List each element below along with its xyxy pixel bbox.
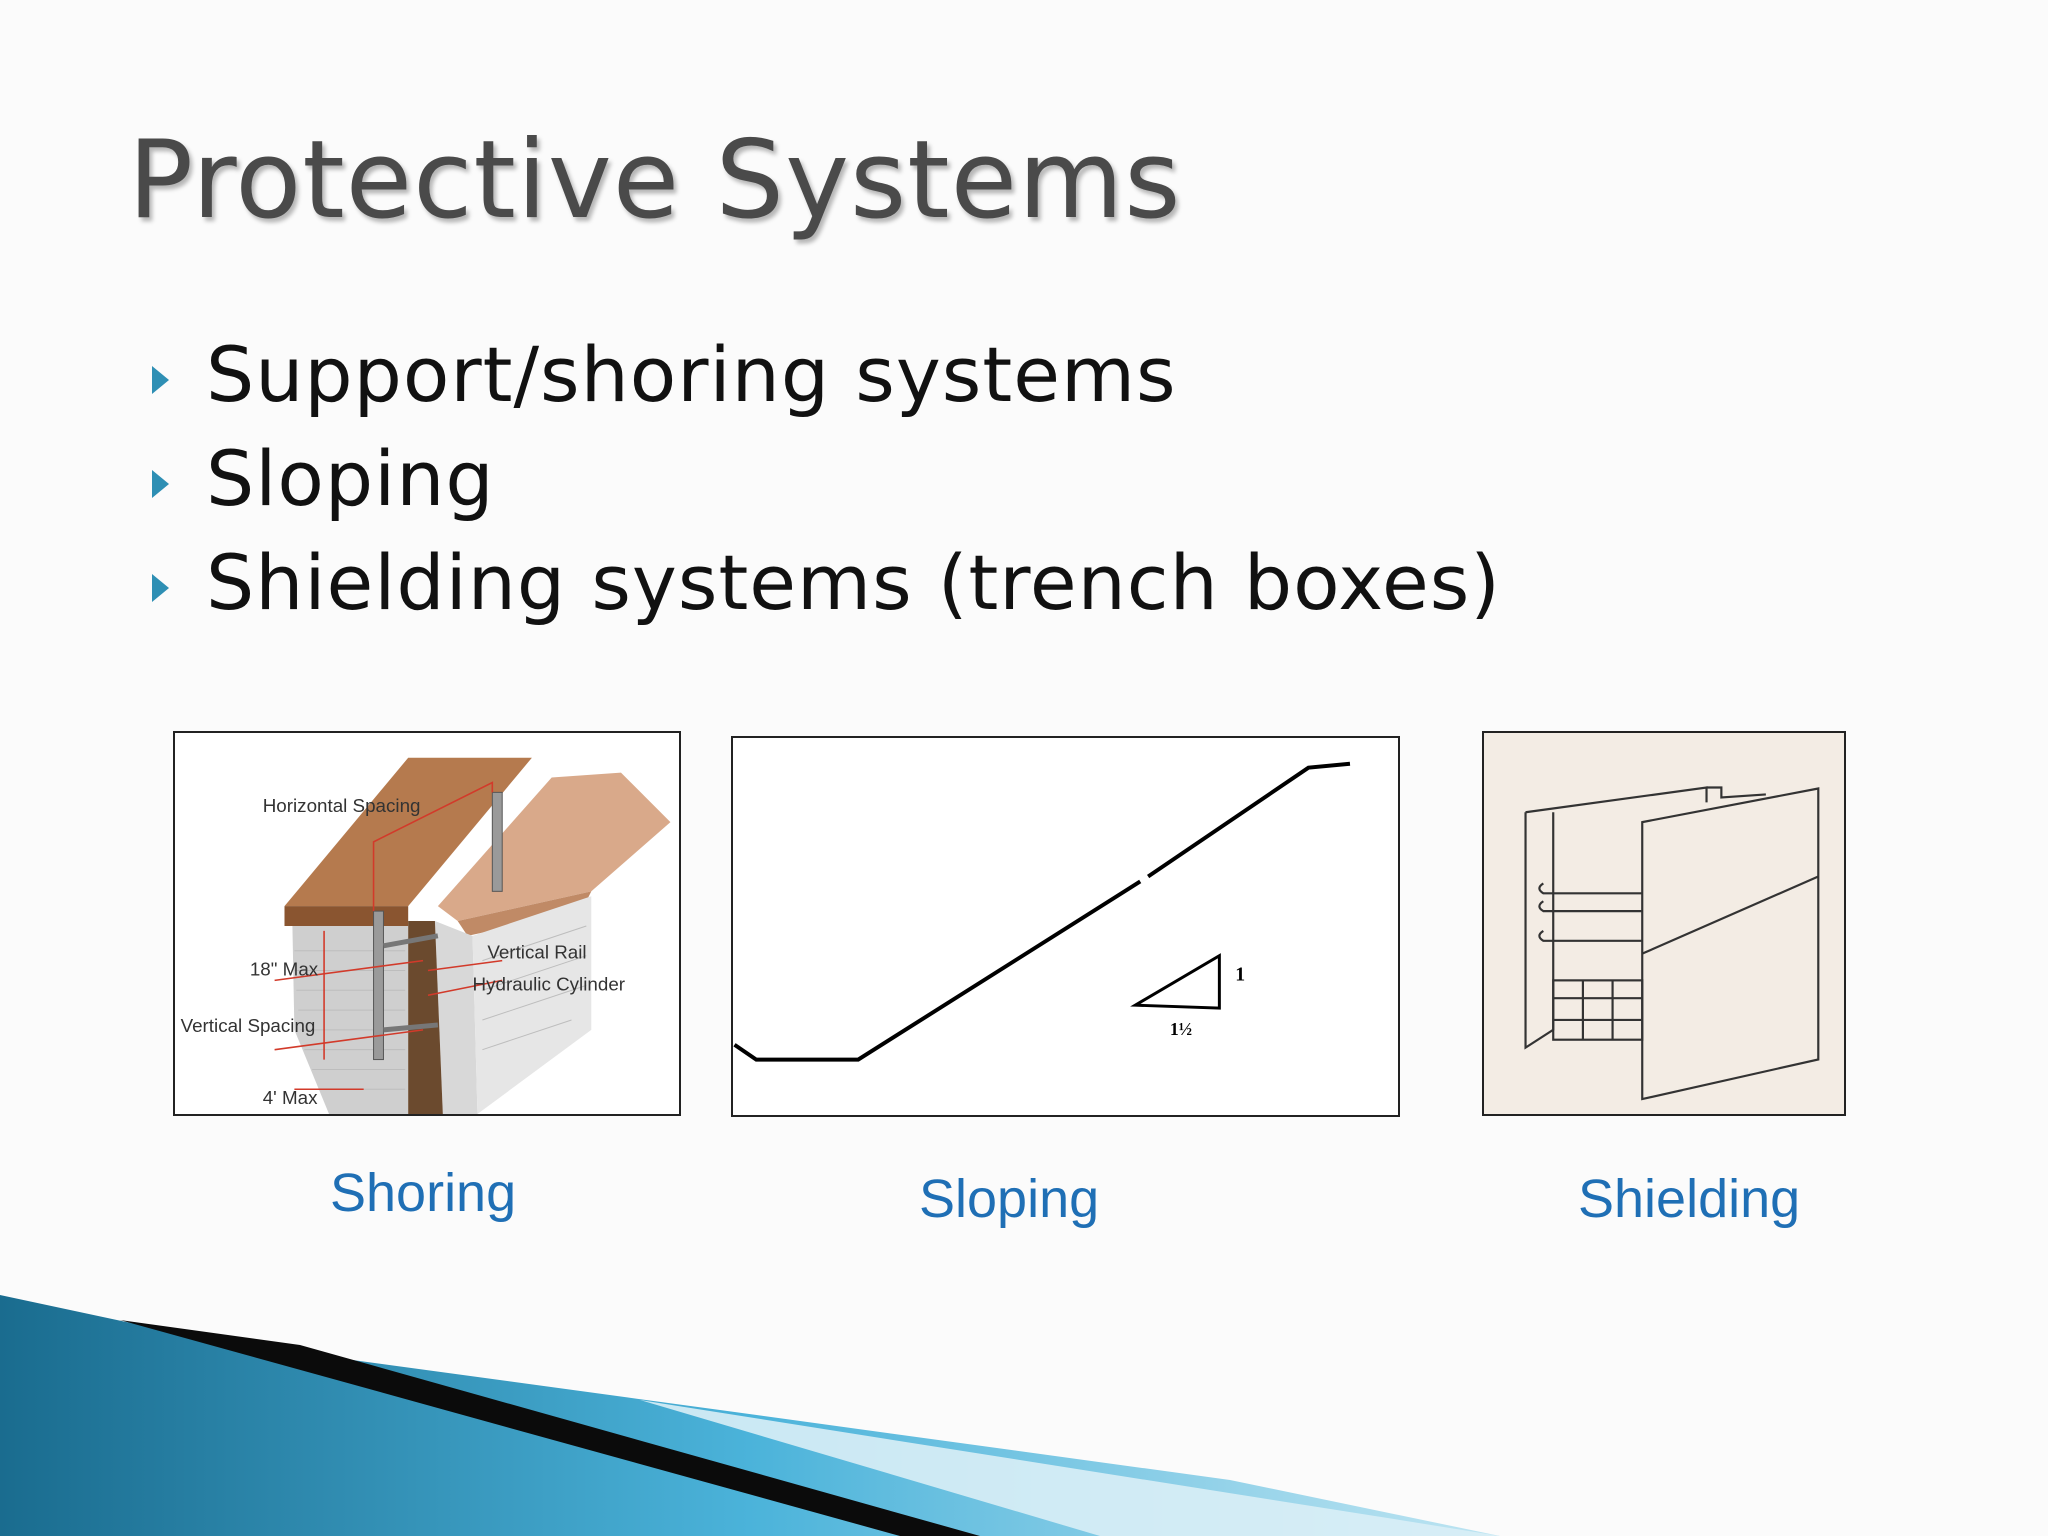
shoring-diagram: Horizontal Spacing 18" Max Vertical Rail… [173, 731, 681, 1116]
slope-rise-label: 1 [1235, 963, 1245, 985]
shoring-illustration: Horizontal Spacing 18" Max Vertical Rail… [175, 733, 679, 1114]
shoring-caption: Shoring [330, 1163, 517, 1223]
slope-run-label: 1½ [1170, 1019, 1192, 1039]
label-vertical-spacing: Vertical Spacing [181, 1015, 316, 1036]
sloping-illustration: 1 1½ [733, 738, 1397, 1115]
shielding-illustration [1484, 733, 1844, 1114]
label-horizontal-spacing: Horizontal Spacing [263, 795, 421, 816]
triangle-right-icon [152, 574, 169, 602]
label-18-max: 18" Max [250, 958, 319, 979]
triangle-right-icon [152, 470, 169, 498]
label-hydraulic-cylinder: Hydraulic Cylinder [473, 973, 626, 994]
shielding-caption: Shielding [1578, 1169, 1801, 1229]
sloping-caption: Sloping [919, 1169, 1100, 1229]
label-4-max: 4' Max [263, 1087, 318, 1108]
bullet-text: Sloping [206, 434, 495, 523]
triangle-right-icon [152, 366, 169, 394]
bullet-text: Shielding systems (trench boxes) [206, 538, 1501, 627]
label-vertical-rail: Vertical Rail [487, 942, 586, 963]
slide-title: Protective Systems [128, 118, 1182, 243]
shielding-diagram [1482, 731, 1846, 1116]
sloping-diagram: 1 1½ [731, 736, 1400, 1117]
bullet-text: Support/shoring systems [206, 330, 1177, 419]
